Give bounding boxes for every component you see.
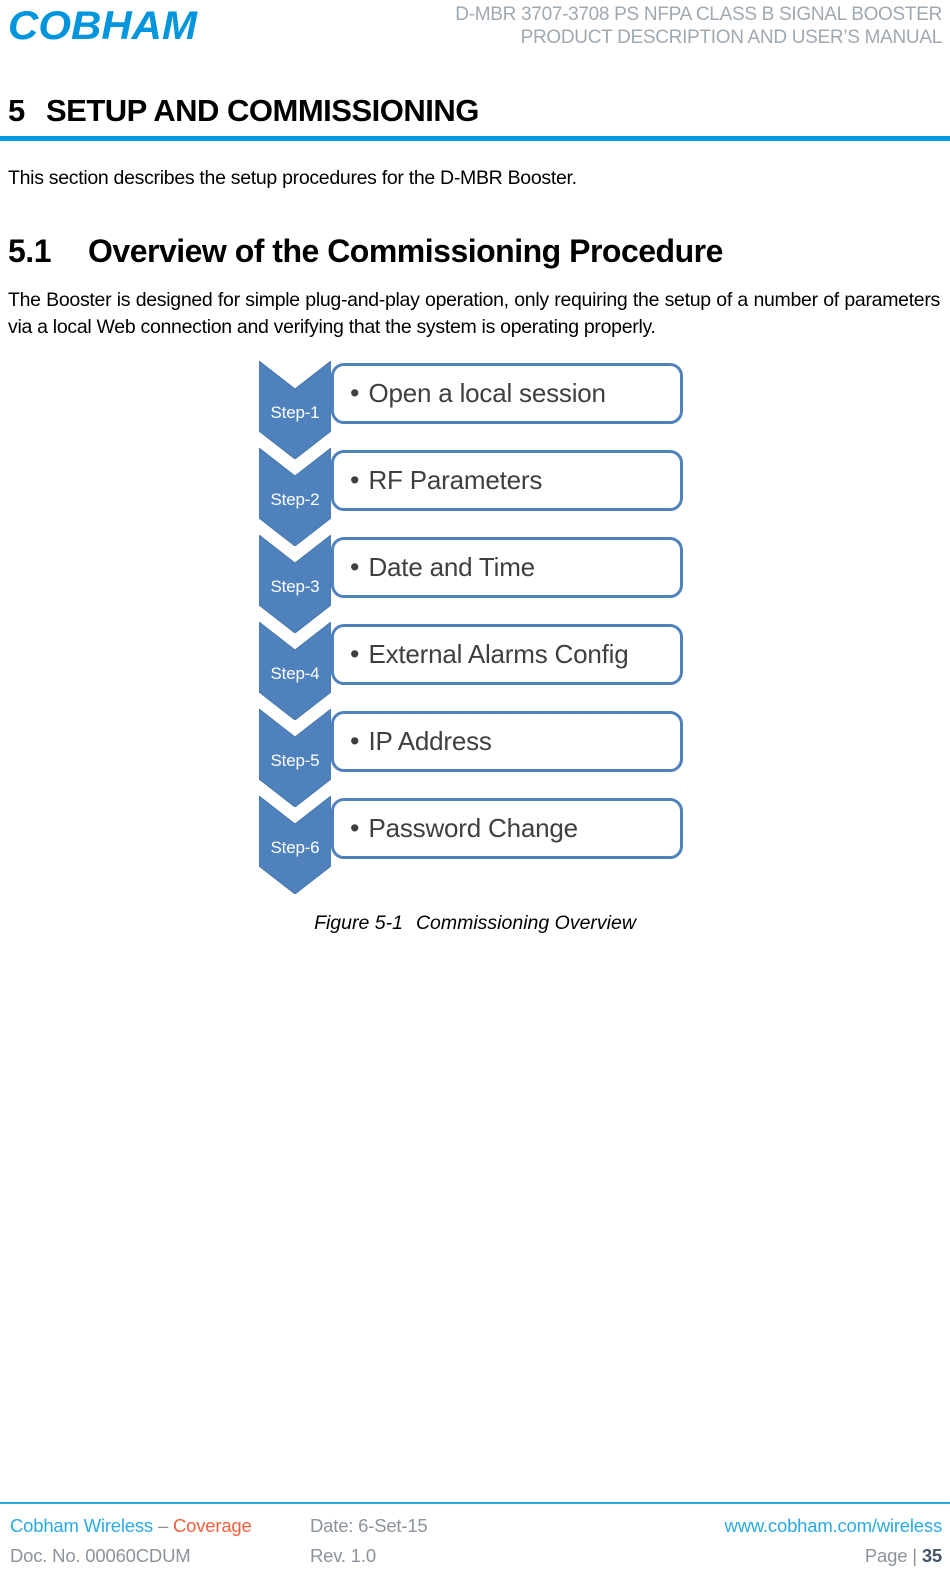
step-box: • IP Address xyxy=(331,711,683,772)
step-chevron-arrow-icon xyxy=(259,622,331,720)
subsection-number: 5.1 xyxy=(8,233,51,269)
step-text: IP Address xyxy=(368,726,492,756)
section-heading: 5 SETUP AND COMMISSIONING xyxy=(8,93,479,129)
step-item: Step-5 • IP Address xyxy=(259,709,685,869)
step-box: • Open a local session xyxy=(331,363,683,424)
footer-website-link: www.cobham.com/wireless xyxy=(724,1515,943,1536)
step-item: Step-1 • Open a local session xyxy=(259,361,685,521)
step-text: Password Change xyxy=(368,813,578,843)
step-label: Step-3 xyxy=(270,577,320,596)
cobham-logo: COBHAM xyxy=(8,4,197,48)
bullet-icon: • xyxy=(350,465,360,495)
footer-date: Date: 6-Set-15 xyxy=(310,1515,428,1536)
subsection-title: Overview of the Commissioning Procedure xyxy=(88,233,723,269)
step-label: Step-2 xyxy=(270,490,320,509)
footer-page-label: Page | xyxy=(864,1545,922,1566)
footer-brand: Cobham Wireless – Coverage xyxy=(10,1515,252,1537)
footer-divider xyxy=(0,1502,950,1504)
step-item: Step-6 • Password Change xyxy=(259,796,685,956)
footer-doc-number: Doc. No. 00060CDUM xyxy=(10,1545,191,1566)
subsection-heading: 5.1 Overview of the Commissioning Procedu… xyxy=(8,233,723,270)
step-chevron-arrow-icon xyxy=(259,796,331,894)
step-item: Step-4 • External Alarms Config xyxy=(259,622,685,782)
footer-brand-primary: Cobham Wireless xyxy=(10,1515,153,1536)
step-box: • Date and Time xyxy=(331,537,683,598)
footer-brand-separator: – xyxy=(157,1515,169,1536)
header-line-1: D-MBR 3707-3708 PS NFPA CLASS B SIGNAL B… xyxy=(455,4,942,25)
step-chevron-arrow-icon xyxy=(259,448,331,546)
section-title: SETUP AND COMMISSIONING xyxy=(46,93,479,128)
bullet-icon: • xyxy=(350,639,360,669)
step-box: • Password Change xyxy=(331,798,683,859)
step-item: Step-2 • RF Parameters xyxy=(259,448,685,608)
step-label: Step-1 xyxy=(270,403,320,422)
heading-divider xyxy=(0,136,950,141)
footer-page-number: 35 xyxy=(921,1545,942,1566)
step-chevron-arrow-icon xyxy=(259,709,331,807)
step-text: RF Parameters xyxy=(368,465,543,495)
step-text: External Alarms Config xyxy=(368,639,629,669)
header-line-2: PRODUCT DESCRIPTION AND USER’S MANUAL xyxy=(520,27,943,48)
bullet-icon: • xyxy=(350,378,360,408)
section-intro-paragraph: This section describes the setup procedu… xyxy=(8,167,577,189)
step-chevron-arrow-icon xyxy=(259,361,331,459)
bullet-icon: • xyxy=(350,726,360,756)
footer-revision: Rev. 1.0 xyxy=(310,1545,376,1566)
step-text: Date and Time xyxy=(368,552,535,582)
step-item: Step-3 • Date and Time xyxy=(259,535,685,695)
step-box: • External Alarms Config xyxy=(331,624,683,685)
bullet-icon: • xyxy=(350,813,360,843)
figure-caption-label: Figure 5-1 xyxy=(314,912,403,934)
step-box: • RF Parameters xyxy=(331,450,683,511)
step-text: Open a local session xyxy=(368,378,606,408)
step-chevron-arrow-icon xyxy=(259,535,331,633)
document-header: D-MBR 3707-3708 PS NFPA CLASS B SIGNAL B… xyxy=(455,3,942,49)
figure-caption-text: Commissioning Overview xyxy=(415,912,636,934)
bullet-icon: • xyxy=(350,552,360,582)
step-label: Step-5 xyxy=(270,751,320,770)
step-label: Step-6 xyxy=(270,838,320,857)
commissioning-overview-figure: Step-1 • Open a local session Step-2 • R… xyxy=(0,361,950,951)
subsection-body-paragraph: The Booster is designed for simple plug-… xyxy=(8,289,940,338)
footer-page-indicator: Page | 35 xyxy=(865,1545,942,1567)
figure-caption: Figure 5-1 Commissioning Overview xyxy=(0,912,950,935)
footer-brand-secondary: Coverage xyxy=(173,1515,252,1536)
section-number: 5 xyxy=(8,93,25,128)
step-label: Step-4 xyxy=(270,664,320,683)
